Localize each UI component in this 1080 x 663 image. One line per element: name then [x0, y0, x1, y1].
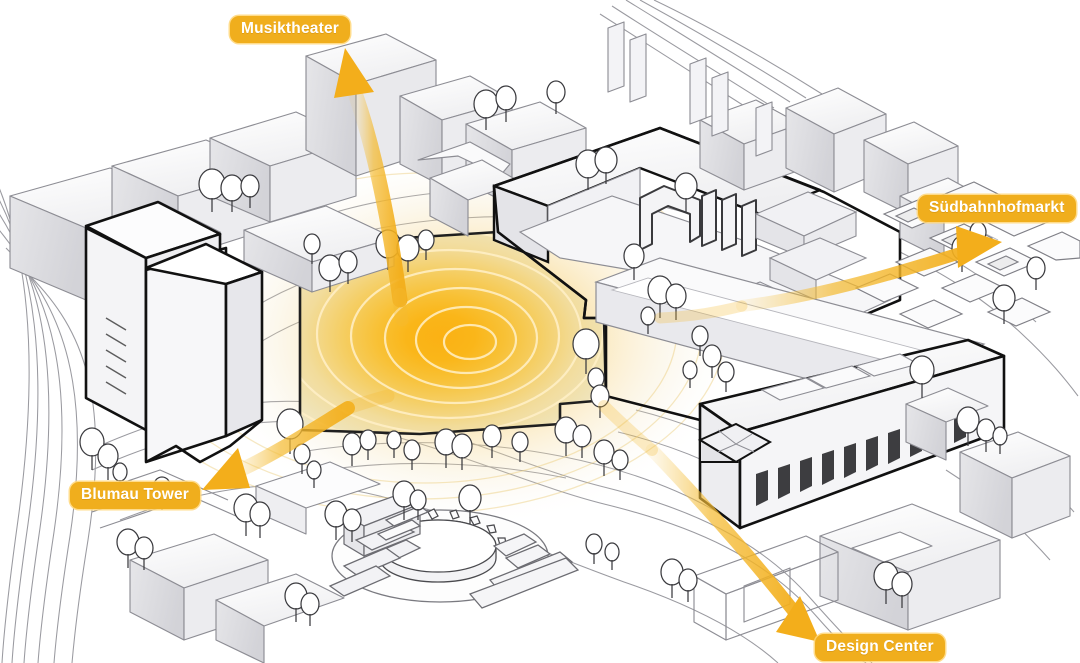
label-design-center-text: Design Center — [826, 638, 934, 655]
building-blumau-tower — [84, 200, 264, 464]
context-buildings-bottomright — [693, 387, 1071, 641]
label-suedbahnhofmarkt-text: Südbahnhofmarkt — [929, 199, 1065, 216]
circular-plaza-structure — [328, 493, 580, 609]
label-blumau-tower-text: Blumau Tower — [81, 486, 190, 503]
label-musiktheater[interactable]: Musiktheater — [230, 16, 351, 43]
label-suedbahnhofmarkt[interactable]: Südbahnhofmarkt — [918, 195, 1076, 222]
label-blumau-tower[interactable]: Blumau Tower — [70, 482, 201, 509]
arrow-suedbahnhofmarkt — [654, 226, 1002, 324]
tree-symbols — [79, 80, 1046, 626]
label-design-center[interactable]: Design Center — [815, 634, 945, 661]
building-design-center — [697, 338, 1006, 530]
arrow-design-center — [598, 400, 820, 642]
label-musiktheater-text: Musiktheater — [241, 20, 340, 37]
arrow-musiktheater — [334, 48, 409, 327]
direction-arrows — [202, 48, 1002, 642]
arrow-blumau-tower — [202, 389, 395, 490]
context-buildings-bottomleft — [83, 461, 381, 663]
